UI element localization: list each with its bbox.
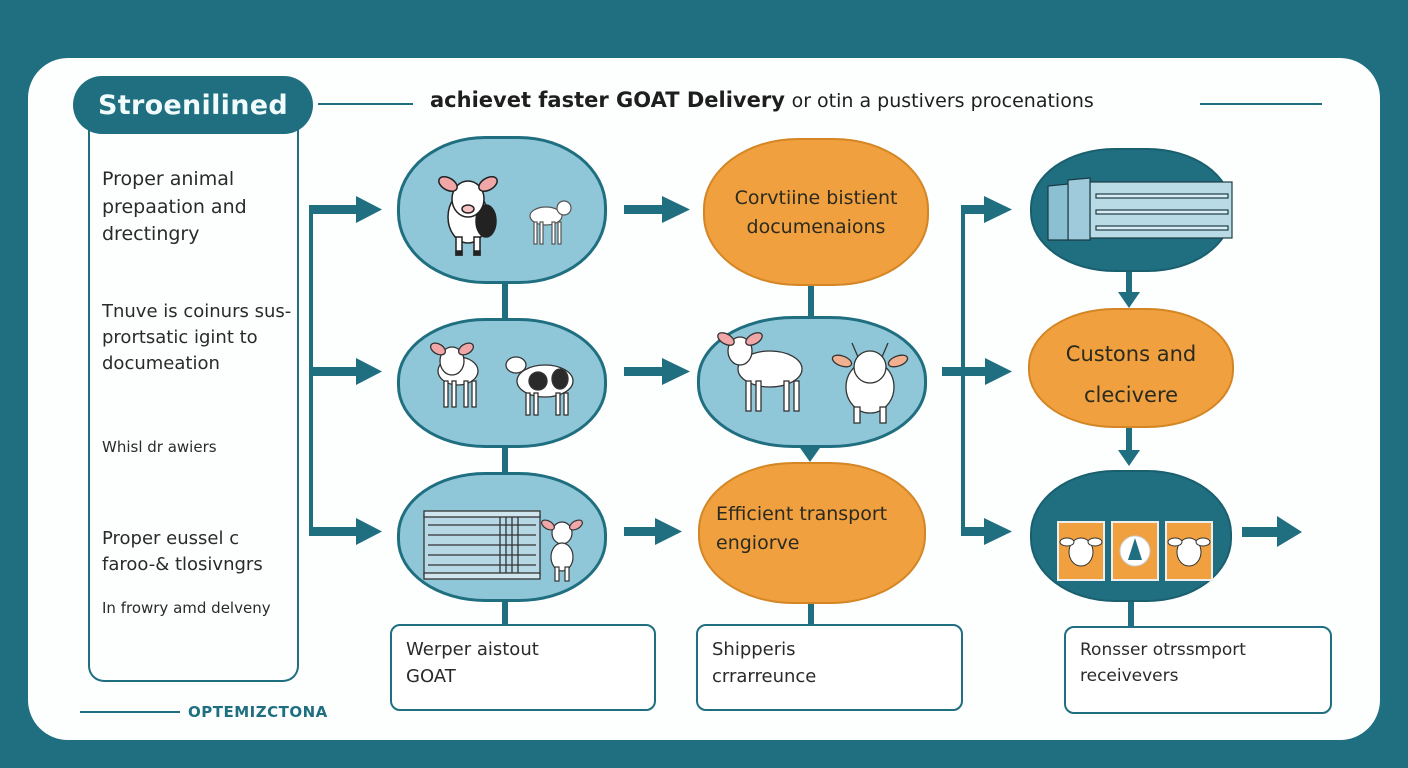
card-row (1057, 521, 1213, 581)
cow-icon (831, 342, 909, 424)
info-box-2: Shipperis crrarreunce (696, 624, 963, 711)
goat-card-icon (1165, 521, 1213, 581)
connector-c1-1 (502, 282, 508, 322)
node-c2-r3-label: Efficient transport engiorve (716, 503, 888, 555)
node-c3-r3 (1030, 470, 1232, 602)
lamb-icon (529, 200, 572, 245)
arrow-c1-c2-2 (624, 358, 690, 385)
info-box-3: Ronsser otrssmport receivevers (1064, 626, 1332, 714)
node-c3-r1 (1030, 148, 1233, 272)
subtitle: achievet faster GOAT Delivery or otin a … (430, 88, 1094, 112)
exit-arrow (1242, 516, 1302, 547)
left-item-3: Whisl dr awiers (102, 438, 217, 456)
compass-card-icon (1111, 521, 1159, 581)
c3-down-1-shaft (1126, 270, 1132, 295)
goat-card-icon (1057, 521, 1105, 581)
footer-label: OPTEMIZCTONA (188, 703, 328, 721)
node-c2-r1-label: Corvtiine bistient documenaions (734, 187, 898, 238)
left-item-4: Proper eussel c faroo-& tlosivngrs (102, 528, 263, 576)
info-box-1-line2: GOAT (406, 666, 456, 687)
spotted-goat-icon (505, 356, 574, 416)
node-c3-r2: Custons and clecivere (1028, 308, 1234, 428)
arrow-left-3 (309, 518, 382, 545)
info-box-1: Werper aistout GOAT (390, 624, 656, 711)
left-panel (88, 128, 299, 682)
node-c1-r1 (397, 136, 607, 284)
c3-down-2-head (1118, 450, 1140, 466)
info-box-3-line1: Ronsser otrssmport (1080, 640, 1246, 660)
arrow-c1-c2-3 (624, 518, 682, 545)
info-box-1-line1: Werper aistout (406, 639, 539, 660)
arrow-c1-c2-1 (624, 196, 690, 223)
c3-down-2-shaft (1126, 428, 1132, 450)
arrow-left-1 (309, 196, 382, 223)
title-text: Stroenilined (98, 89, 288, 121)
left-item-5: In frowry amd delveny (102, 599, 271, 617)
header-rule-right (1200, 103, 1322, 105)
node-c3-r2-label: Custons and clecivere (1065, 342, 1197, 407)
header-rule-left (318, 103, 413, 105)
arrow-c2-c3-3 (961, 518, 1012, 545)
c2-down-pointer (798, 445, 822, 462)
connector-c2-3 (808, 600, 814, 630)
node-c2-r3: Efficient transport engiorve (698, 462, 926, 604)
sheep-icon (717, 332, 803, 412)
subtitle-bold: achievet faster GOAT Delivery (430, 88, 785, 112)
connector-c1-3 (502, 600, 508, 630)
footer-rule (80, 711, 180, 713)
arrow-c2-c3-1 (961, 196, 1012, 223)
calf-icon (438, 176, 498, 256)
node-c1-r3 (397, 472, 607, 602)
info-box-3-line2: receivevers (1080, 665, 1179, 686)
crate-icon (423, 510, 541, 580)
info-box-2-line2: crrarreunce (712, 666, 817, 687)
title-pill: Stroenilined (73, 76, 313, 134)
left-item-1: Proper animal prepaation and drectingry (102, 168, 247, 246)
connector-c1-2 (502, 445, 508, 475)
info-box-2-line1: Shipperis (712, 639, 796, 660)
c3-down-1-head (1118, 292, 1140, 308)
node-c1-r2 (397, 318, 607, 448)
arrow-left-2 (309, 358, 382, 385)
node-c2-r1: Corvtiine bistient documenaions (703, 138, 929, 286)
subtitle-light: or otin a pustivers procenations (791, 90, 1094, 112)
goat-kid-icon (541, 519, 583, 582)
connector-c3-3 (1128, 598, 1134, 628)
connector-c2-1 (808, 282, 814, 322)
left-item-2: Tnuve is coinurs sus-prortsatic igint to… (102, 301, 292, 375)
arrow-c2-c3-2 (942, 358, 1012, 385)
warehouse-icon (1047, 177, 1233, 241)
calf-icon (429, 342, 479, 408)
node-c2-r2 (697, 316, 927, 448)
